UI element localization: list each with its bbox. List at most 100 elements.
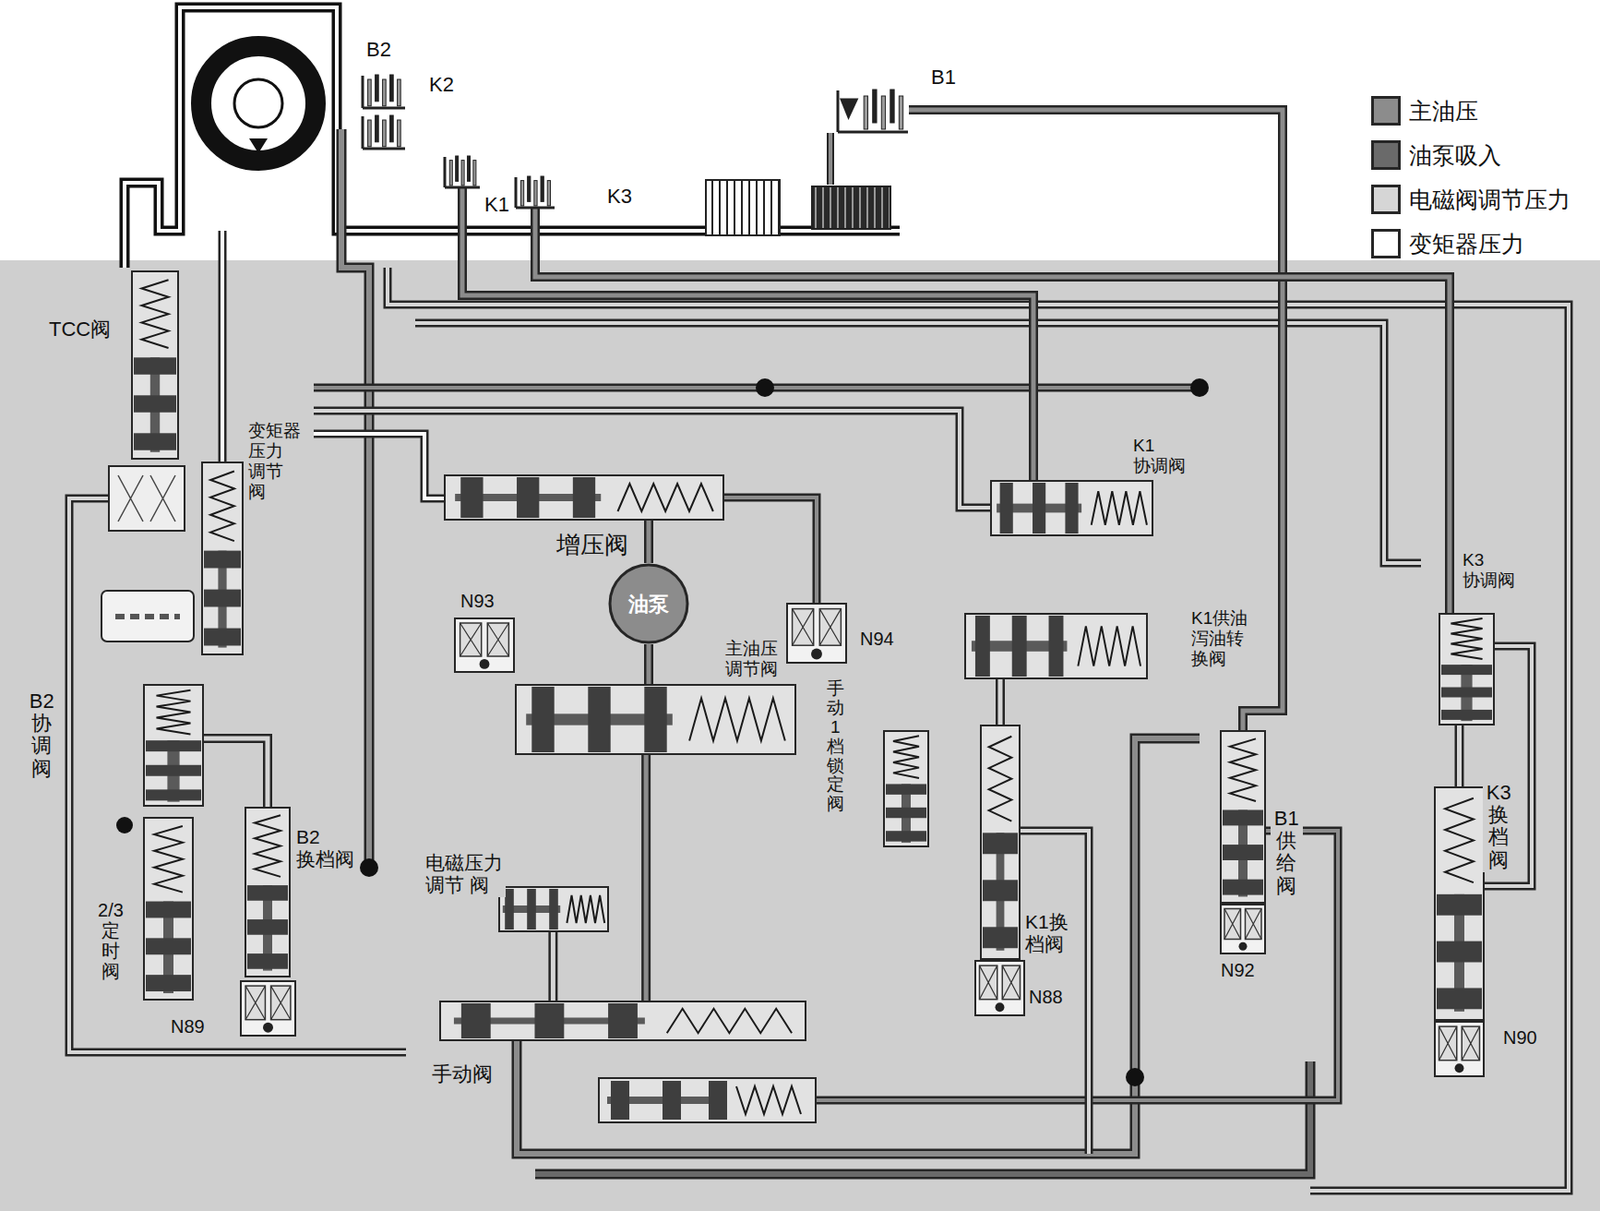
valve-land [460, 477, 483, 518]
clutch-label: B2 [363, 36, 395, 62]
legend-text: 电磁阀调节压力 [1408, 184, 1571, 215]
valve-spring [254, 814, 281, 877]
valve-label: 手动1档锁定阀 [821, 678, 850, 815]
valve-spring [689, 697, 786, 741]
valve-label: K3 协调阀 [1459, 549, 1518, 592]
solenoid-node: N90 [1433, 1020, 1485, 1077]
valve-bore [444, 475, 724, 520]
clutch-housing [515, 177, 555, 208]
valve-bore [440, 1001, 806, 1040]
valve-symbol [964, 612, 1148, 680]
coil-cross [460, 622, 482, 657]
solenoid-coil [487, 622, 509, 657]
valve-node: 增压阀 [443, 474, 725, 521]
legend: 主油压油泵吸入电磁阀调节压力变矩器压力 [1371, 88, 1571, 266]
valve-land [644, 686, 667, 753]
passage-oil [415, 322, 1421, 563]
valve-land [662, 1080, 681, 1120]
valve-land [133, 432, 177, 450]
valve-node: K3换档阀 [1433, 786, 1485, 1021]
check-ball [755, 378, 775, 397]
passage-oil [220, 230, 225, 462]
clutch-plate [527, 176, 531, 202]
clutch-plate [473, 160, 477, 186]
passage-wall [995, 679, 1005, 725]
valve-land [461, 1002, 491, 1039]
solenoid-symbol [239, 979, 297, 1037]
passage-wall [341, 129, 370, 868]
oil-passage [203, 738, 268, 807]
valve-land [531, 686, 554, 753]
passage-wall [535, 1061, 1311, 1174]
clutch-plate [375, 115, 380, 143]
valve-spring [156, 690, 192, 735]
solenoid-label: N93 [457, 589, 498, 613]
valve-body-ground [0, 260, 1600, 1211]
oil-passage [535, 208, 1450, 613]
clutch-plate [397, 119, 402, 147]
valve-land [1441, 709, 1493, 720]
passage-wall [313, 433, 444, 499]
valve-symbol [443, 474, 725, 521]
oil-passage [908, 109, 1283, 730]
valve-symbol [498, 885, 609, 932]
passage-wall [908, 109, 1283, 730]
oil-passage [1000, 679, 1002, 725]
solenoid-coil [1245, 908, 1263, 940]
passage-oil [550, 931, 556, 1001]
check-ball [1125, 1067, 1145, 1087]
solenoid-coil [460, 622, 482, 657]
passage-oil [387, 267, 1569, 1191]
converter-frame [124, 7, 900, 268]
valve-land [516, 477, 539, 518]
oil-passage [552, 931, 554, 1001]
solenoid-node: N94 [786, 602, 848, 664]
valve-land [1222, 844, 1264, 860]
valve-bore [1439, 613, 1494, 725]
clutch-plate [375, 74, 380, 102]
legend-text: 主油压 [1408, 95, 1479, 127]
legend-row: 变矩器压力 [1371, 221, 1571, 266]
valve-bore [131, 271, 179, 459]
valve-land [534, 1002, 564, 1039]
pump-label: 油泵 [628, 592, 669, 616]
passage-oil [644, 754, 649, 1001]
valve-spring [1077, 625, 1141, 666]
passage-oil [998, 679, 1003, 725]
passage-wall [203, 738, 268, 807]
frame-oil [124, 7, 900, 268]
passage-oil [724, 497, 817, 603]
clutch-node: K2 [361, 112, 406, 150]
legend-row: 主油压 [1371, 88, 1571, 133]
passage-oil [535, 208, 1450, 613]
valve-symbol [1433, 786, 1485, 1021]
valve-land [610, 1080, 630, 1120]
valve-land [982, 879, 1018, 901]
converter-hub [234, 79, 283, 128]
valve-land [1222, 879, 1264, 896]
clutch-label: K1 [481, 191, 513, 217]
solenoid-node: N88 [974, 959, 1026, 1016]
valve-land [145, 740, 202, 752]
clutch-plate [461, 160, 465, 186]
passage-oil [646, 644, 652, 684]
valve-node: 2/3定时阀 [143, 816, 194, 1001]
solenoid-node: N92 [1219, 903, 1266, 955]
valve-symbol [1438, 612, 1495, 726]
passage-oil [535, 1061, 1311, 1174]
clutch-symbol [514, 173, 556, 209]
check-ball [1190, 378, 1209, 397]
solenoid-symbol [974, 959, 1026, 1016]
clutch-node: K1 [443, 153, 481, 189]
valve-label: B2协调阀 [25, 689, 59, 781]
valve-symbol [244, 806, 291, 978]
coil-cross [245, 985, 265, 1020]
solenoid-body [454, 618, 514, 672]
clutch-plate [368, 79, 372, 107]
valve-spring [566, 895, 605, 923]
clutch-plate [520, 180, 524, 206]
valve-node: K3 协调阀 [1438, 612, 1495, 726]
valve-land [982, 926, 1018, 948]
solenoid-coil [271, 985, 291, 1020]
valve-spring [989, 736, 1013, 822]
